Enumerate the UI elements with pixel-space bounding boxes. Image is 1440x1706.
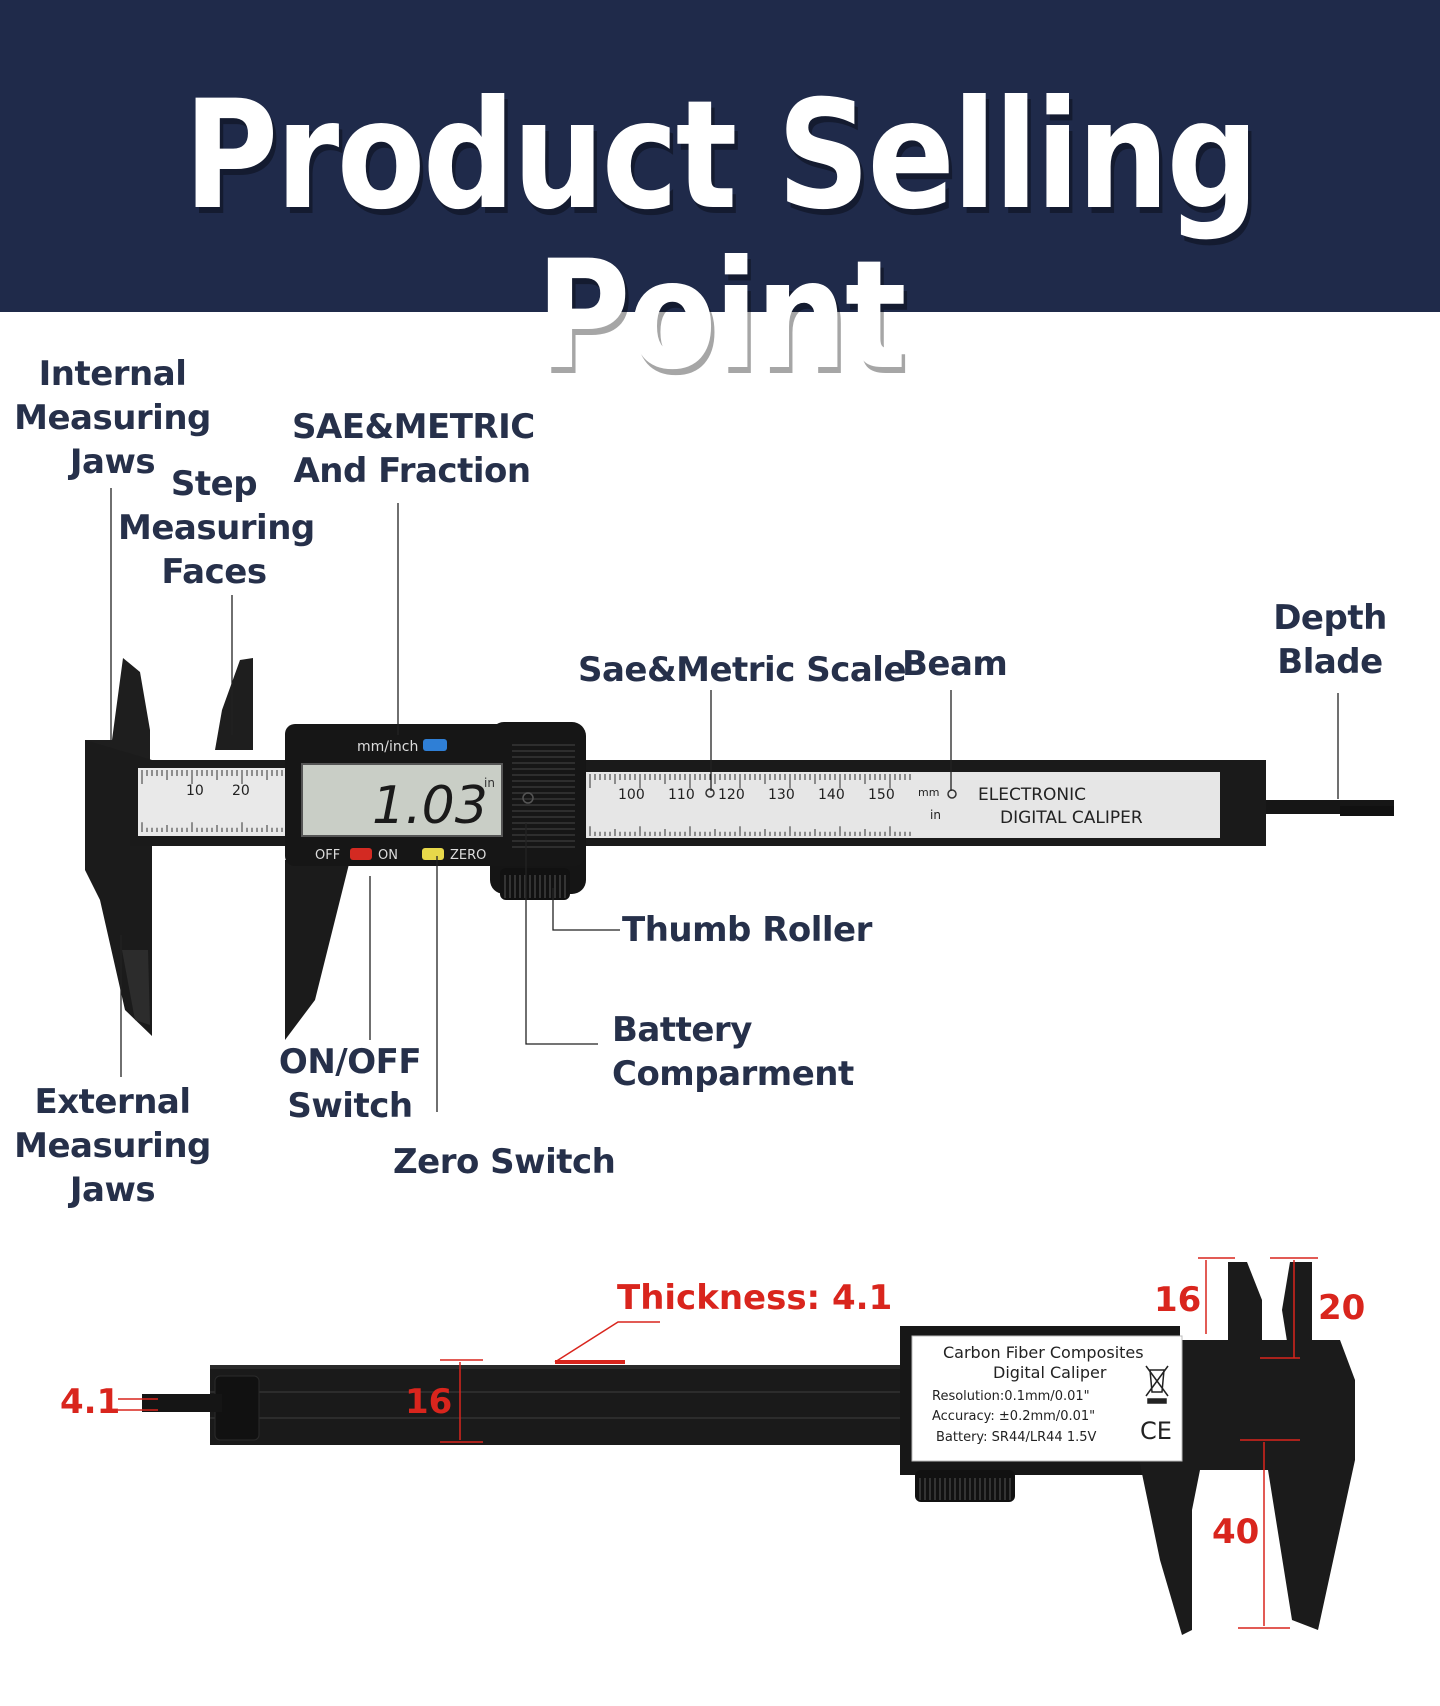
label-line: SAE&METRIC xyxy=(292,407,535,447)
header-banner: Product Selling Point xyxy=(0,0,1440,396)
label-line: Comparment xyxy=(612,1054,854,1094)
scale-number: 100 xyxy=(618,787,645,803)
label-line: Jaws xyxy=(69,442,156,482)
label-line: Measuring xyxy=(14,398,211,438)
sticker-accuracy: Accuracy: ±0.2mm/0.01" xyxy=(932,1409,1095,1424)
label-step-faces: Step Measuring Faces xyxy=(118,462,315,594)
scale-number: 130 xyxy=(768,787,795,803)
dimension-thickness: Thickness: 4.1 xyxy=(617,1278,893,1318)
label-sae-metric-scale: Sae&Metric Scale xyxy=(578,650,907,690)
sticker-battery: Battery: SR44/LR44 1.5V xyxy=(936,1430,1097,1445)
label-line: Measuring xyxy=(14,1126,211,1166)
dimension-blade-thickness: 4.1 xyxy=(60,1382,121,1422)
scale-number: 10 xyxy=(186,783,204,799)
zero-button[interactable] xyxy=(422,848,444,860)
label-line: Measuring xyxy=(118,508,315,548)
zero-label: ZERO xyxy=(450,848,486,863)
scale-mm-label: mm xyxy=(918,786,939,799)
scale-number: 150 xyxy=(868,787,895,803)
label-line: Switch xyxy=(287,1086,413,1126)
sliding-jaw xyxy=(285,860,350,1040)
brand-line-1: ELECTRONIC xyxy=(978,785,1086,805)
sticker-line-2: Digital Caliper xyxy=(993,1363,1107,1382)
label-line: Step xyxy=(170,464,258,504)
scale-in-label: in xyxy=(930,808,941,822)
label-line: And Fraction xyxy=(293,451,531,491)
label-battery-compartment: Battery Comparment xyxy=(612,1008,854,1096)
power-button[interactable] xyxy=(350,848,372,860)
label-beam: Beam xyxy=(902,644,1008,684)
scale-number: 120 xyxy=(718,787,745,803)
label-line: Internal xyxy=(38,354,187,394)
fixed-jaw xyxy=(85,658,152,1036)
label-internal-jaws: Internal Measuring Jaws xyxy=(10,352,215,484)
label-external-jaws: External Measuring Jaws xyxy=(10,1080,215,1212)
brand-line-2: DIGITAL CALIPER xyxy=(1000,808,1143,828)
sticker-resolution: Resolution:0.1mm/0.01" xyxy=(932,1389,1090,1404)
label-line: Depth xyxy=(1273,598,1387,638)
leader-lines xyxy=(110,488,1339,1112)
label-line: Blade xyxy=(1277,642,1383,682)
dimension-step-jaw: 20 xyxy=(1318,1288,1366,1328)
unit-button-label: mm/inch xyxy=(357,739,418,755)
on-label: ON xyxy=(378,848,398,863)
dimension-lines xyxy=(118,1257,1318,1629)
scale-number: 20 xyxy=(232,783,250,799)
label-on-off-switch: ON/OFF Switch xyxy=(270,1040,430,1128)
lcd-reading: 1.03 xyxy=(372,776,488,836)
label-sae-metric-fraction: SAE&METRIC And Fraction xyxy=(292,405,535,493)
off-label: OFF xyxy=(315,848,340,863)
weee-bin-icon xyxy=(1145,1365,1169,1404)
dimension-inner-jaw: 16 xyxy=(1154,1280,1202,1320)
sticker-line-1: Carbon Fiber Composites xyxy=(943,1343,1144,1362)
back-view-caliper: Carbon Fiber Composites Digital Caliper … xyxy=(142,1262,1355,1635)
label-line: ON/OFF xyxy=(278,1042,422,1082)
scale-strip-left xyxy=(138,768,288,836)
label-zero-switch: Zero Switch xyxy=(393,1142,616,1182)
scale-number: 140 xyxy=(818,787,845,803)
label-line: Jaws xyxy=(69,1170,156,1210)
label-depth-blade: Depth Blade xyxy=(1262,596,1398,684)
scale-number: 110 xyxy=(668,787,695,803)
dimension-outer-jaw: 40 xyxy=(1212,1512,1260,1552)
lcd-screen xyxy=(301,763,503,837)
label-line: Faces xyxy=(161,552,267,592)
scale-strip-right xyxy=(585,772,1220,838)
dimension-beam-width: 16 xyxy=(405,1382,453,1422)
unit-button[interactable] xyxy=(423,739,447,751)
label-line: Battery xyxy=(612,1010,752,1050)
label-line: External xyxy=(34,1082,191,1122)
lcd-unit: in xyxy=(484,776,495,790)
label-thumb-roller: Thumb Roller xyxy=(622,910,872,950)
page-title: Product Selling Point xyxy=(183,69,1259,403)
display-head: 1.03 in mm/inch OFF ON ZERO xyxy=(285,722,586,900)
ce-mark: CE xyxy=(1140,1417,1172,1445)
step-jaw xyxy=(215,658,253,750)
